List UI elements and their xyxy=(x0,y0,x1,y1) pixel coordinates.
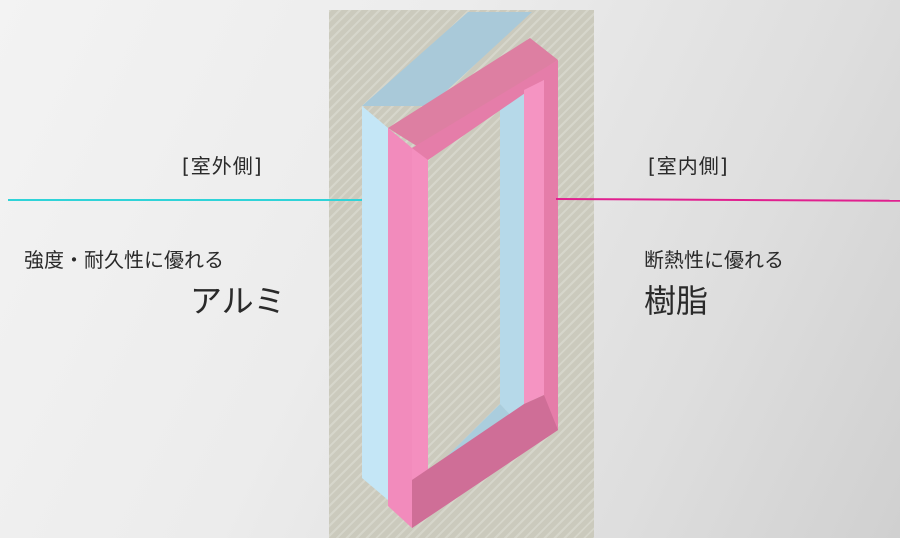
outside-description: 強度・耐久性に優れる xyxy=(24,248,224,272)
inside-label: [室内側] xyxy=(648,154,729,178)
resin-top-face xyxy=(388,38,558,148)
aluminum-side-face xyxy=(362,106,388,500)
aluminum-inner-right-face xyxy=(500,90,524,430)
resin-outer-left-face xyxy=(388,128,412,528)
outside-material: アルミ xyxy=(190,282,286,320)
outside-pointer-line xyxy=(8,199,362,201)
outside-label: [室外側] xyxy=(182,154,263,178)
aluminum-top-face xyxy=(362,12,532,106)
resin-inner-left-face xyxy=(412,148,428,480)
resin-inner-right-face xyxy=(524,80,544,404)
inside-material: 樹脂 xyxy=(644,282,709,320)
inside-description: 断熱性に優れる xyxy=(644,248,784,272)
resin-bottom-face xyxy=(412,395,558,528)
